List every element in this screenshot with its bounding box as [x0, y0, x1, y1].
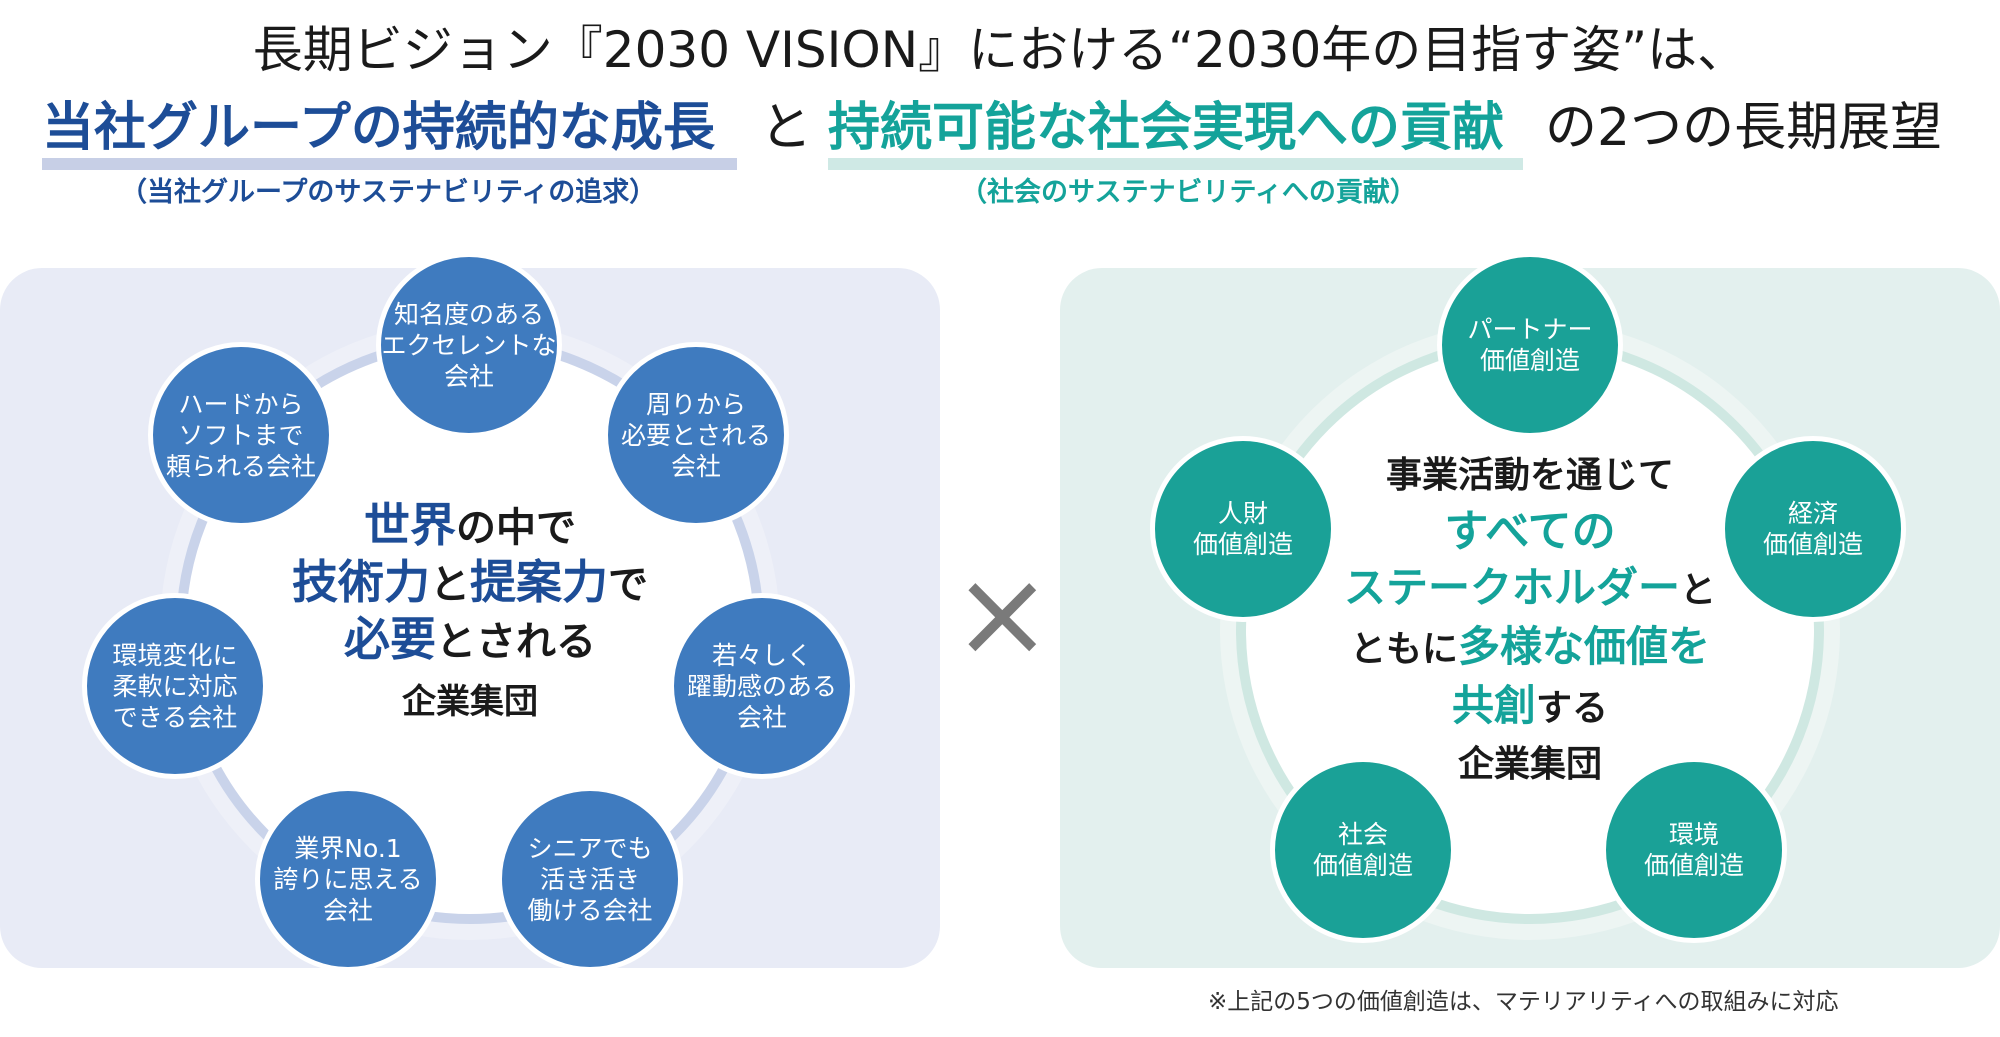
growth-text: 当社グループの持続的な成長 — [42, 98, 715, 158]
subtitle-right: （社会のサステナビリティへの貢献） — [960, 177, 1417, 208]
right-center-text: 事業活動を通じて すべての ステークホルダーと ともに多様な価値を 共創する 企… — [1330, 448, 1730, 793]
right-node-human: 人財 価値創造 — [1150, 436, 1336, 622]
left-center-line-4: 企業集団 — [402, 682, 538, 722]
header-highlight-contribution: 持続可能な社会実現への貢献 — [828, 95, 1504, 161]
header-tail: の2つの長期展望 — [1545, 98, 1943, 158]
right-center-line-4: ともに多様な価値を — [1349, 622, 1711, 671]
contribution-text: 持続可能な社会実現への貢献 — [828, 98, 1505, 158]
header-highlight-growth: 当社グループの持続的な成長 — [42, 95, 715, 161]
left-node-6: 環境変化に 柔軟に対応 できる会社 — [82, 593, 268, 779]
underline-contribution — [828, 158, 1523, 170]
right-center-line-2: すべての — [1444, 506, 1616, 557]
multiply-symbol: × — [952, 545, 1053, 684]
left-node-5: 業界No.1 誇りに思える 会社 — [255, 786, 441, 972]
underline-growth — [42, 158, 737, 170]
left-center-line-1: 世界の中で — [364, 498, 576, 552]
right-node-economy: 経済 価値創造 — [1720, 436, 1906, 622]
left-node-4: シニアでも 活き活き 働ける会社 — [497, 786, 683, 972]
footnote: ※上記の5つの価値創造は、マテリアリティへの取組みに対応 — [1208, 989, 1839, 1015]
right-node-partner: パートナー 価値創造 — [1437, 252, 1623, 438]
left-node-2: 周りから 必要とされる 会社 — [603, 342, 789, 528]
right-center-line-3: ステークホルダーと — [1343, 563, 1717, 612]
left-node-7: ハードから ソフトまで 頼られる会社 — [148, 342, 334, 528]
left-node-3: 若々しく 躍動感のある 会社 — [669, 593, 855, 779]
left-center-line-2: 技術力と提案力で — [292, 555, 648, 609]
left-center-line-3: 必要とされる — [344, 612, 596, 666]
right-node-environment: 環境 価値創造 — [1601, 757, 1787, 943]
header-line-1: 長期ビジョン『2030 VISION』における“2030年の目指す姿”は、 — [252, 21, 1748, 79]
left-center-text: 世界の中で 技術力と提案力で 必要とされる 企業集団 — [270, 498, 670, 729]
right-center-line-6: 企業集団 — [1457, 744, 1602, 785]
right-center-line-5: 共創する — [1451, 681, 1609, 730]
right-node-society: 社会 価値創造 — [1270, 757, 1456, 943]
right-center-line-1: 事業活動を通じて — [1385, 455, 1674, 496]
header-and: と — [760, 98, 813, 158]
subtitle-left: （当社グループのサステナビリティの追求） — [120, 177, 657, 208]
left-node-1: 知名度のある エクセレントな 会社 — [376, 252, 562, 438]
